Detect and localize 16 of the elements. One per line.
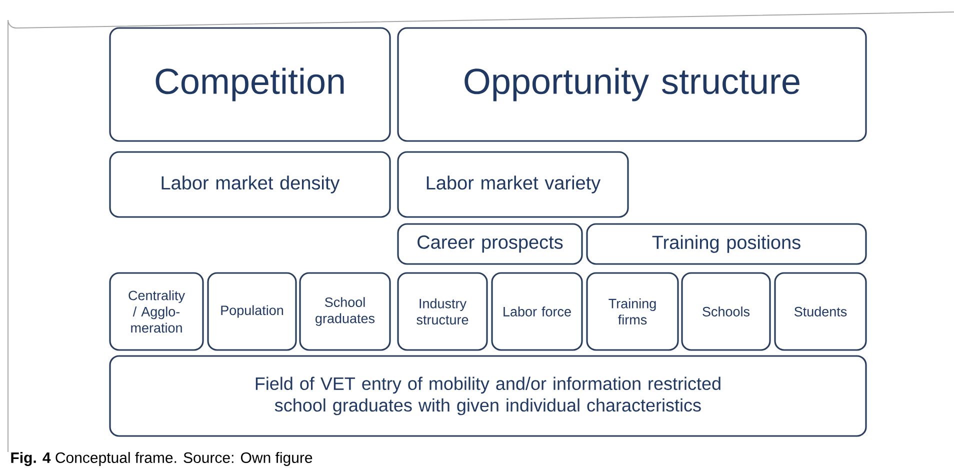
concept-box: Students xyxy=(774,272,867,351)
concept-box: Schools xyxy=(681,272,771,351)
concept-box: Career prospects xyxy=(397,223,583,265)
concept-box: Centrality / Agglo-meration xyxy=(109,272,204,351)
concept-box: Training positions xyxy=(586,223,867,265)
caption: Fig. 4 Conceptual frame. Source: Own figure xyxy=(11,452,312,466)
concept-box: School graduates xyxy=(299,272,391,351)
concept-box: Competition xyxy=(109,27,391,142)
concept-box: Opportunity structure xyxy=(397,27,867,142)
concept-box: Labor market variety xyxy=(397,151,629,218)
concept-box: Labor market density xyxy=(109,151,391,218)
concept-box: Labor force xyxy=(491,272,583,351)
concept-box: Field of VET entry of mobility and/or information restricted school graduates with given individual characteristics xyxy=(109,355,867,437)
concept-box: Population xyxy=(207,272,297,351)
concept-box: Training firms xyxy=(586,272,679,351)
concept-box: Industry structure xyxy=(397,272,488,351)
